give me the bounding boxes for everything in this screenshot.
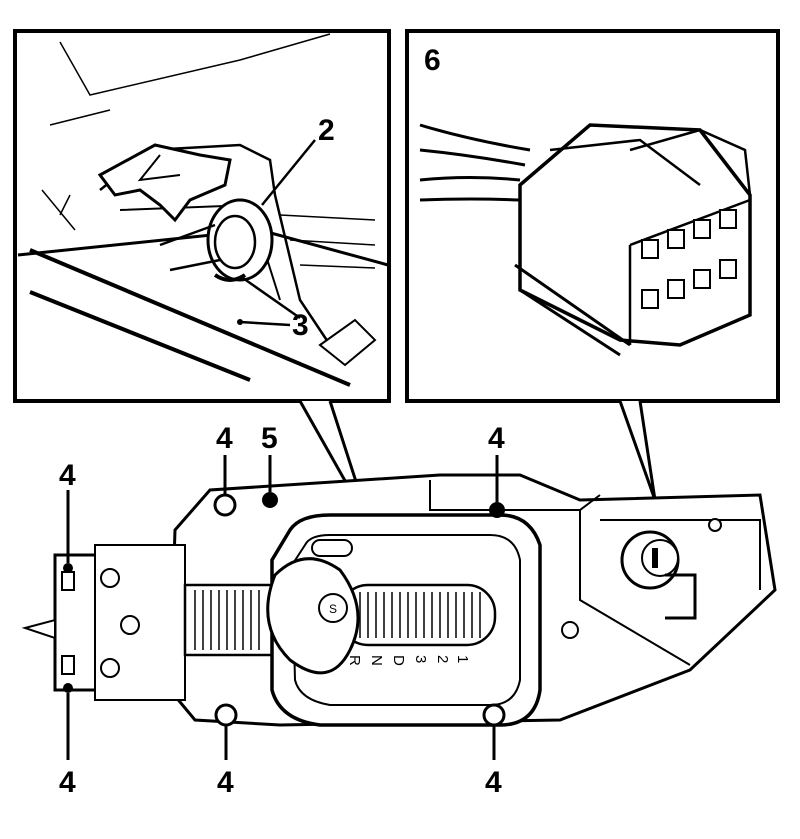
cable-pin: [21, 618, 56, 640]
cable-lines-right: [279, 214, 376, 269]
callout-4: 4: [485, 766, 502, 799]
slot-ribs: [359, 592, 481, 638]
mounting-bolt: [489, 502, 505, 518]
socket: [693, 269, 711, 289]
callout-5: 5: [261, 422, 278, 455]
leader-3a: [239, 274, 301, 320]
knob-button: [318, 593, 348, 623]
socket: [641, 239, 659, 259]
callout-4: 4: [59, 459, 76, 492]
socket: [641, 289, 659, 309]
mount-block: [318, 318, 377, 367]
mount-hole: [708, 518, 722, 532]
callout-4: 4: [216, 422, 233, 455]
housing-right-panel: [579, 510, 761, 666]
socket: [667, 279, 685, 299]
mounting-bolt: [63, 563, 73, 573]
mounting-bolt: [214, 703, 238, 727]
connector-latch: [629, 128, 752, 196]
lock-connector: [665, 573, 697, 620]
connector-base-ribs: [514, 263, 631, 357]
knob-button-label: S: [329, 602, 337, 616]
mounting-bolt: [262, 492, 278, 508]
gear-position: R: [346, 655, 363, 666]
gear-position: 2: [434, 655, 451, 663]
leader-3b-dot: [237, 319, 243, 325]
gear-position: D: [390, 655, 407, 666]
gear-position: N: [368, 655, 385, 666]
upper-trim-line: [59, 33, 331, 96]
leader-3b: [239, 320, 291, 327]
selector-assembly: R N D 3 2 1 S: [21, 473, 777, 727]
inset-connector: 6: [405, 29, 780, 403]
bolt-icon: [100, 568, 120, 588]
callout-2: 2: [318, 114, 335, 147]
terminal-sockets: [641, 209, 737, 309]
mount-hole: [561, 621, 579, 639]
socket: [693, 219, 711, 239]
pointer-right-inset: [618, 400, 657, 501]
mounting-bolt: [63, 683, 73, 693]
connector-top-edge: [549, 138, 701, 186]
callouts-main: 4 5 4 4 4 4 4: [59, 422, 505, 799]
gear-indicator: R N D 3 2 1: [346, 655, 471, 666]
cable-bushing-inner: [213, 214, 257, 270]
cable-clip: [97, 143, 232, 223]
background-lines: [41, 109, 111, 231]
slot: [61, 655, 75, 675]
mounting-bolt: [213, 493, 237, 517]
leader-2: [261, 139, 316, 206]
wire-harness: [419, 123, 531, 202]
bolt-icon: [120, 615, 140, 635]
callout-3: 3: [292, 309, 309, 342]
slot: [61, 571, 75, 591]
gear-position: 1: [454, 655, 471, 663]
callout-4: 4: [217, 766, 234, 799]
lock-cylinder-face: [641, 539, 679, 577]
socket: [719, 259, 737, 279]
socket: [667, 229, 685, 249]
knob-neck: [311, 539, 353, 557]
panel-edge-c: [29, 248, 351, 387]
clip-arrow-detail: [137, 154, 181, 182]
face-edge-top: [629, 198, 751, 247]
gear-position: 3: [412, 655, 429, 663]
inset-cable-clip: 2 3: [13, 29, 391, 403]
cable-shaft: [159, 223, 221, 272]
mounting-bolt: [482, 703, 506, 727]
key-slot: [652, 548, 658, 568]
bolt-icon: [100, 658, 120, 678]
callout-4: 4: [488, 422, 505, 455]
callout-4: 4: [59, 766, 76, 799]
callout-6: 6: [424, 44, 441, 77]
selector-knob: [266, 557, 360, 675]
socket: [719, 209, 737, 229]
panel-edge-b: [29, 290, 251, 382]
gate-cover-inner: [290, 534, 521, 706]
detent-ribs: [194, 590, 260, 650]
